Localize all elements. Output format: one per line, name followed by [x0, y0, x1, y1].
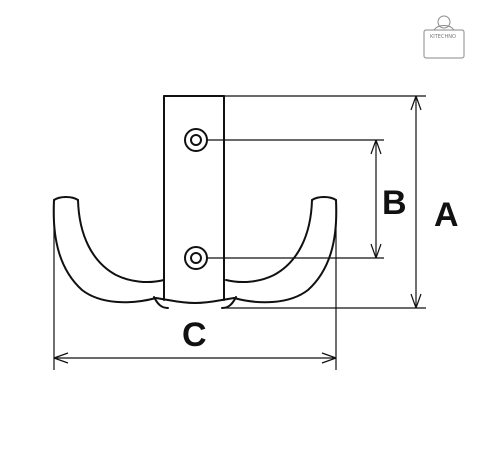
lower-hole-outer: [184, 246, 208, 270]
dim-c-label: C: [182, 316, 207, 354]
center-post-bottom: [167, 299, 223, 304]
dim-b-arrow-bottom: [370, 243, 382, 259]
dim-a-arrow-bottom: [410, 293, 422, 309]
upper-hole-outer: [184, 128, 208, 152]
chef-icon: [423, 15, 465, 59]
dimension-lines: [53, 95, 426, 370]
dim-a-label: A: [434, 196, 459, 234]
left-arm-inner: [77, 199, 165, 284]
left-arm-tip: [53, 196, 79, 201]
right-arm-tip: [311, 196, 337, 201]
screw-holes: [184, 128, 208, 270]
left-arm: [52, 199, 169, 304]
base-curve-left: [153, 296, 169, 309]
dim-c-arrow-left: [53, 352, 69, 364]
dim-b-label: B: [382, 184, 407, 222]
upper-hole-inner: [190, 134, 202, 146]
watermark-logo: KITECHNO: [423, 15, 465, 59]
hook-outline: [52, 95, 338, 309]
right-arm: [221, 199, 338, 304]
center-post: [163, 95, 225, 301]
watermark-text: KITECHNO: [430, 34, 456, 40]
dim-a-arrow-top: [410, 95, 422, 111]
base-curve-right: [221, 296, 237, 309]
right-arm-inner: [225, 199, 313, 284]
dim-b-arrow-top: [370, 139, 382, 155]
dim-c-arrow-right: [321, 352, 337, 364]
lower-hole-inner: [190, 252, 202, 264]
